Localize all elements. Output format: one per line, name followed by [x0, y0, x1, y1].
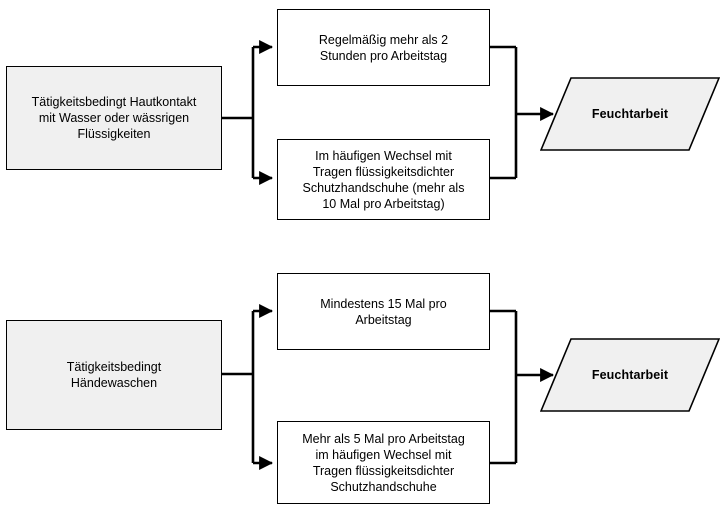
condition-box-bottom-gloves[interactable]: Mehr als 5 Mal pro Arbeitstag im häufige… — [277, 421, 490, 504]
condition-box-top-gloves[interactable]: Im häufigen Wechsel mit Tragen flüssigke… — [277, 139, 490, 220]
condition-box-bottom-frequency[interactable]: Mindestens 15 Mal pro Arbeitstag — [277, 273, 490, 350]
source-box-handwashing-label: Tätigkeitsbedingt Händewaschen — [66, 360, 162, 390]
condition-box-top-duration-label: Regelmäßig mehr als 2 Stunden pro Arbeit… — [318, 32, 449, 63]
source-box-wet-contact[interactable]: Tätigkeitsbedingt Hautkontakt mit Wasser… — [6, 66, 222, 170]
source-box-handwashing[interactable]: Tätigkeitsbedingt Händewaschen — [6, 320, 222, 430]
result-parallelogram-bottom[interactable]: Feuchtarbeit — [540, 338, 720, 412]
parallelogram-shape-top — [540, 77, 720, 151]
condition-box-bottom-gloves-label: Mehr als 5 Mal pro Arbeitstag im häufige… — [302, 431, 465, 494]
source-box-wet-contact-label: Tätigkeitsbedingt Hautkontakt mit Wasser… — [31, 95, 197, 141]
parallelogram-shape-bottom — [540, 338, 720, 412]
condition-box-top-duration[interactable]: Regelmäßig mehr als 2 Stunden pro Arbeit… — [277, 9, 490, 86]
result-parallelogram-top[interactable]: Feuchtarbeit — [540, 77, 720, 151]
result-parallelogram-bottom-label: Feuchtarbeit — [591, 368, 669, 382]
result-parallelogram-top-label: Feuchtarbeit — [591, 107, 669, 121]
condition-box-top-gloves-label: Im häufigen Wechsel mit Tragen flüssigke… — [302, 148, 465, 211]
condition-box-bottom-frequency-label: Mindestens 15 Mal pro Arbeitstag — [320, 296, 447, 327]
